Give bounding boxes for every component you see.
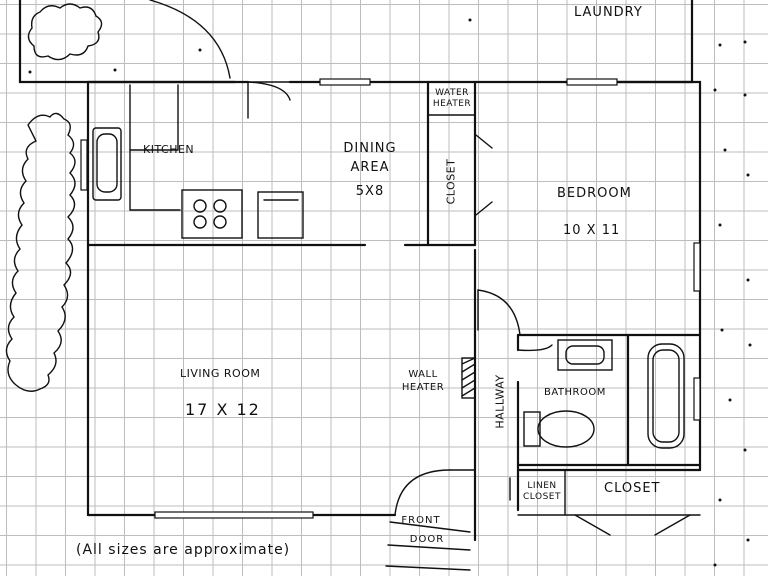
hallway-label: HALLWAY [493,374,507,429]
front-steps [385,521,471,571]
front-door [394,469,476,516]
dining-size: 5X8 [355,184,385,199]
wall-heater-label-1: WALL [408,369,438,380]
closet-walls [509,463,702,516]
shrub-icon [27,3,103,61]
bathroom-walls [516,333,702,512]
living-room-size: 17 X 12 [185,400,261,419]
closet-label: CLOSET [604,481,661,496]
ground-dots [28,18,752,567]
hedge-shrubs [5,112,76,392]
living-room-label: LIVING ROOM [180,367,261,380]
front-door-label-1: FRONT [401,515,441,526]
stove-icon [181,189,243,239]
sink-icon [92,127,122,201]
front-door-label-2: DOOR [409,534,445,545]
window-living-room [154,511,314,519]
dining-label-2: AREA [350,160,390,175]
window-bedroom [566,78,618,86]
dining-label-1: DINING [343,141,397,156]
water-heater-closet [426,80,477,247]
window-bathroom [693,377,701,421]
bathroom-label: BATHROOM [544,387,606,398]
laundry-label: LAUNDRY [574,5,643,20]
water-heater-label-2: HEATER [432,99,472,109]
wall-heater-label-2: HEATER [401,382,445,393]
window-dining [319,78,371,86]
bedroom-label: BEDROOM [557,186,632,201]
dishwasher-icon [257,191,304,239]
kitchen-label: KITCHEN [143,143,195,156]
linen-closet-label-1: LINEN [527,481,557,491]
window-kitchen [80,139,88,191]
bedroom-size: 10 X 11 [563,223,621,238]
kitchen-counter [129,84,181,211]
toilet-icon [523,410,595,448]
exterior-walls [86,80,702,542]
linen-closet-label-2: CLOSET [523,492,561,502]
approximate-note: (All sizes are approximate) [76,542,291,558]
bathroom-sink-icon [557,339,613,371]
closet-vertical-label: CLOSET [444,158,458,205]
bathtub-icon [647,343,685,449]
wall-heater-icon [461,357,476,399]
water-heater-label-1: WATER [435,88,469,98]
window-bedroom-side [693,242,701,292]
